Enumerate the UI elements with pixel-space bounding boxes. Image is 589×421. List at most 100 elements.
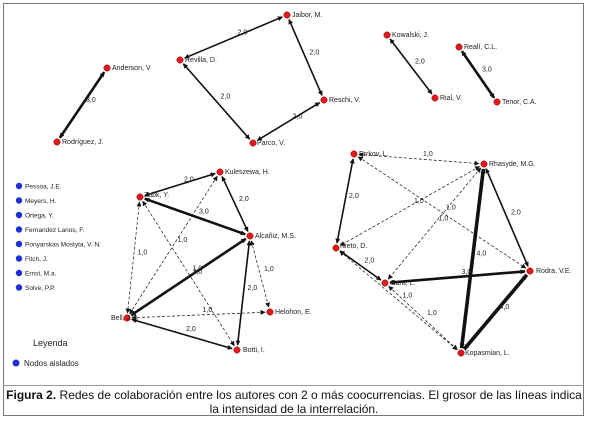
node-label-helohon: Helohon, E. [275, 309, 312, 316]
isolated-node-label: Fernandez Lanos, F. [25, 227, 84, 234]
node-kuleszewa [216, 168, 224, 176]
legend-isolated-label: Nodos aislados [24, 359, 79, 368]
edge-anderson-rodriguez [58, 71, 106, 139]
node-parcoW [249, 139, 257, 147]
edge-nieto-kopasmian [339, 250, 458, 351]
node-label-nieto: Nieto, D. [340, 243, 367, 250]
edge-weight-label: 1,0 [264, 266, 274, 273]
node-label-revillaD: Revilla, D. [185, 57, 217, 64]
edge-weight-label: 2,0 [511, 210, 521, 217]
legend: Leyenda Nodos aislados [12, 338, 79, 368]
node-label-botti: Botti, I. [243, 347, 265, 354]
edge-weight-label: 1,0 [138, 250, 148, 257]
node-rial [431, 94, 439, 102]
node-label-alcaniz: Alcañiz, M.S. [255, 233, 296, 240]
node-kowalski [383, 31, 391, 39]
edge-alcaniz-helohon [249, 240, 271, 308]
node-reschi [320, 96, 328, 104]
isolated-node-label: Fitch, J. [25, 256, 48, 263]
node-label-bell: Bell, J.E. [111, 315, 139, 322]
edge-weight-label: 2,0 [349, 193, 359, 200]
edge-weight-label: 3,0 [86, 97, 96, 104]
edge-reali-tenor [460, 50, 496, 99]
isolated-node-marker [15, 269, 23, 277]
edge-rhasyde-kopasmian [459, 168, 486, 349]
edge-alcaniz-botti [235, 240, 252, 346]
edge-nieto-bara [339, 250, 382, 281]
edge-bell-botti [131, 318, 233, 350]
isolated-node-label: Ponyarskas Mostyta, V. N. [25, 242, 101, 249]
edge-weight-label: 1,0 [403, 293, 413, 300]
node-revillaD [176, 56, 184, 64]
edge-weight-label: 1,0 [446, 205, 456, 212]
edge-rhasyde-bara [387, 167, 482, 280]
isolated-node-marker [15, 197, 23, 204]
node-label-anderson: Anderson, V [112, 65, 151, 72]
edge-weight-label: 2,0 [239, 196, 249, 203]
edge-weight-label: 2,0 [415, 59, 425, 66]
node-label-kopasmian: Kopasmian, L. [465, 350, 510, 357]
edge-weight-label: 2,0 [238, 30, 248, 37]
edge-bell-helohon [131, 309, 266, 321]
edge-weight-label: 3,0 [482, 67, 492, 74]
isolated-node-label: Ortega, Y. [25, 213, 54, 220]
node-label-rodriguez: Rodríguez, J. [62, 139, 104, 146]
caption-divider [4, 385, 584, 386]
edge-weight-label: 2,0 [310, 50, 320, 57]
legend-isolated-marker [12, 359, 20, 367]
edge-kowalski-rial [389, 38, 433, 95]
edge-weight-label: 4,0 [500, 304, 510, 311]
node-label-reschi: Reschi, V. [329, 97, 360, 104]
isolated-node-label: Ernst, M.a. [25, 271, 57, 278]
figure-caption: Figura 2. Redes de colaboración entre lo… [4, 388, 584, 416]
node-rodriguez [53, 138, 61, 146]
node-label-parcoW: Parco, V. [257, 140, 285, 147]
edge-weight-label: 2,0 [184, 177, 194, 184]
edge-weight-label: 2,0 [186, 326, 196, 333]
node-kopasmian [457, 349, 465, 357]
caption-text: Redes de colaboración entre los autores … [56, 388, 582, 416]
node-anderson [103, 64, 111, 72]
edge-weight-label: 1,0 [439, 216, 449, 223]
node-rodra [526, 267, 534, 275]
node-label-rial: Rial, V. [440, 95, 462, 102]
isolated-node-label: Pessoa, J.E. [25, 184, 62, 191]
edge-zubk-alcaniz [144, 197, 246, 236]
node-label-tenor: Tenor, C.A. [502, 99, 537, 106]
edge-revillaD-jaibor [184, 16, 283, 59]
node-label-kowalski: Kowalski, J. [392, 32, 429, 39]
isolated-node-label: Meyers, H. [25, 198, 57, 205]
isolated-node-marker [15, 182, 23, 190]
node-tenor [493, 98, 501, 106]
edge-weight-label: 1,0 [423, 151, 433, 158]
caption-label: Figura 2. [6, 388, 57, 402]
node-label-kuleszewa: Kuleszewa, H. [225, 169, 270, 176]
edge-weight-label: 1,0 [203, 307, 213, 314]
isolated-node-marker [15, 211, 23, 219]
edge-weight-label: 3,0 [199, 209, 209, 216]
edge-weight-label: 4,0 [477, 251, 487, 258]
node-bell [123, 314, 131, 322]
edge-weight-label: 1,0 [427, 310, 437, 317]
edge-jaibor-reschi [288, 19, 323, 96]
isolated-node-marker [15, 255, 23, 262]
edge-rodra-kopasmian [462, 273, 529, 351]
edge-alcaniz-bell [130, 237, 247, 317]
isolated-node-label: Solve, P.P. [25, 285, 56, 292]
node-label-errkov: Errkov, L. [359, 151, 388, 158]
edge-weight-label: 1,0 [193, 266, 203, 273]
node-botti [233, 346, 241, 354]
isolated-node-marker [15, 226, 23, 233]
isolated-node-marker [15, 240, 23, 248]
isolated-node-marker [15, 284, 23, 291]
node-reali [455, 43, 463, 51]
node-rhasyde [480, 160, 488, 168]
node-label-zubk: Zubk, Y. [144, 192, 169, 199]
edge-parcoW-reschi [256, 101, 321, 142]
edge-zubk-botti [142, 200, 235, 347]
node-nieto [332, 244, 340, 252]
edge-kuleszewa-alcaniz [221, 176, 249, 232]
edge-errkov-rodra [357, 156, 527, 269]
